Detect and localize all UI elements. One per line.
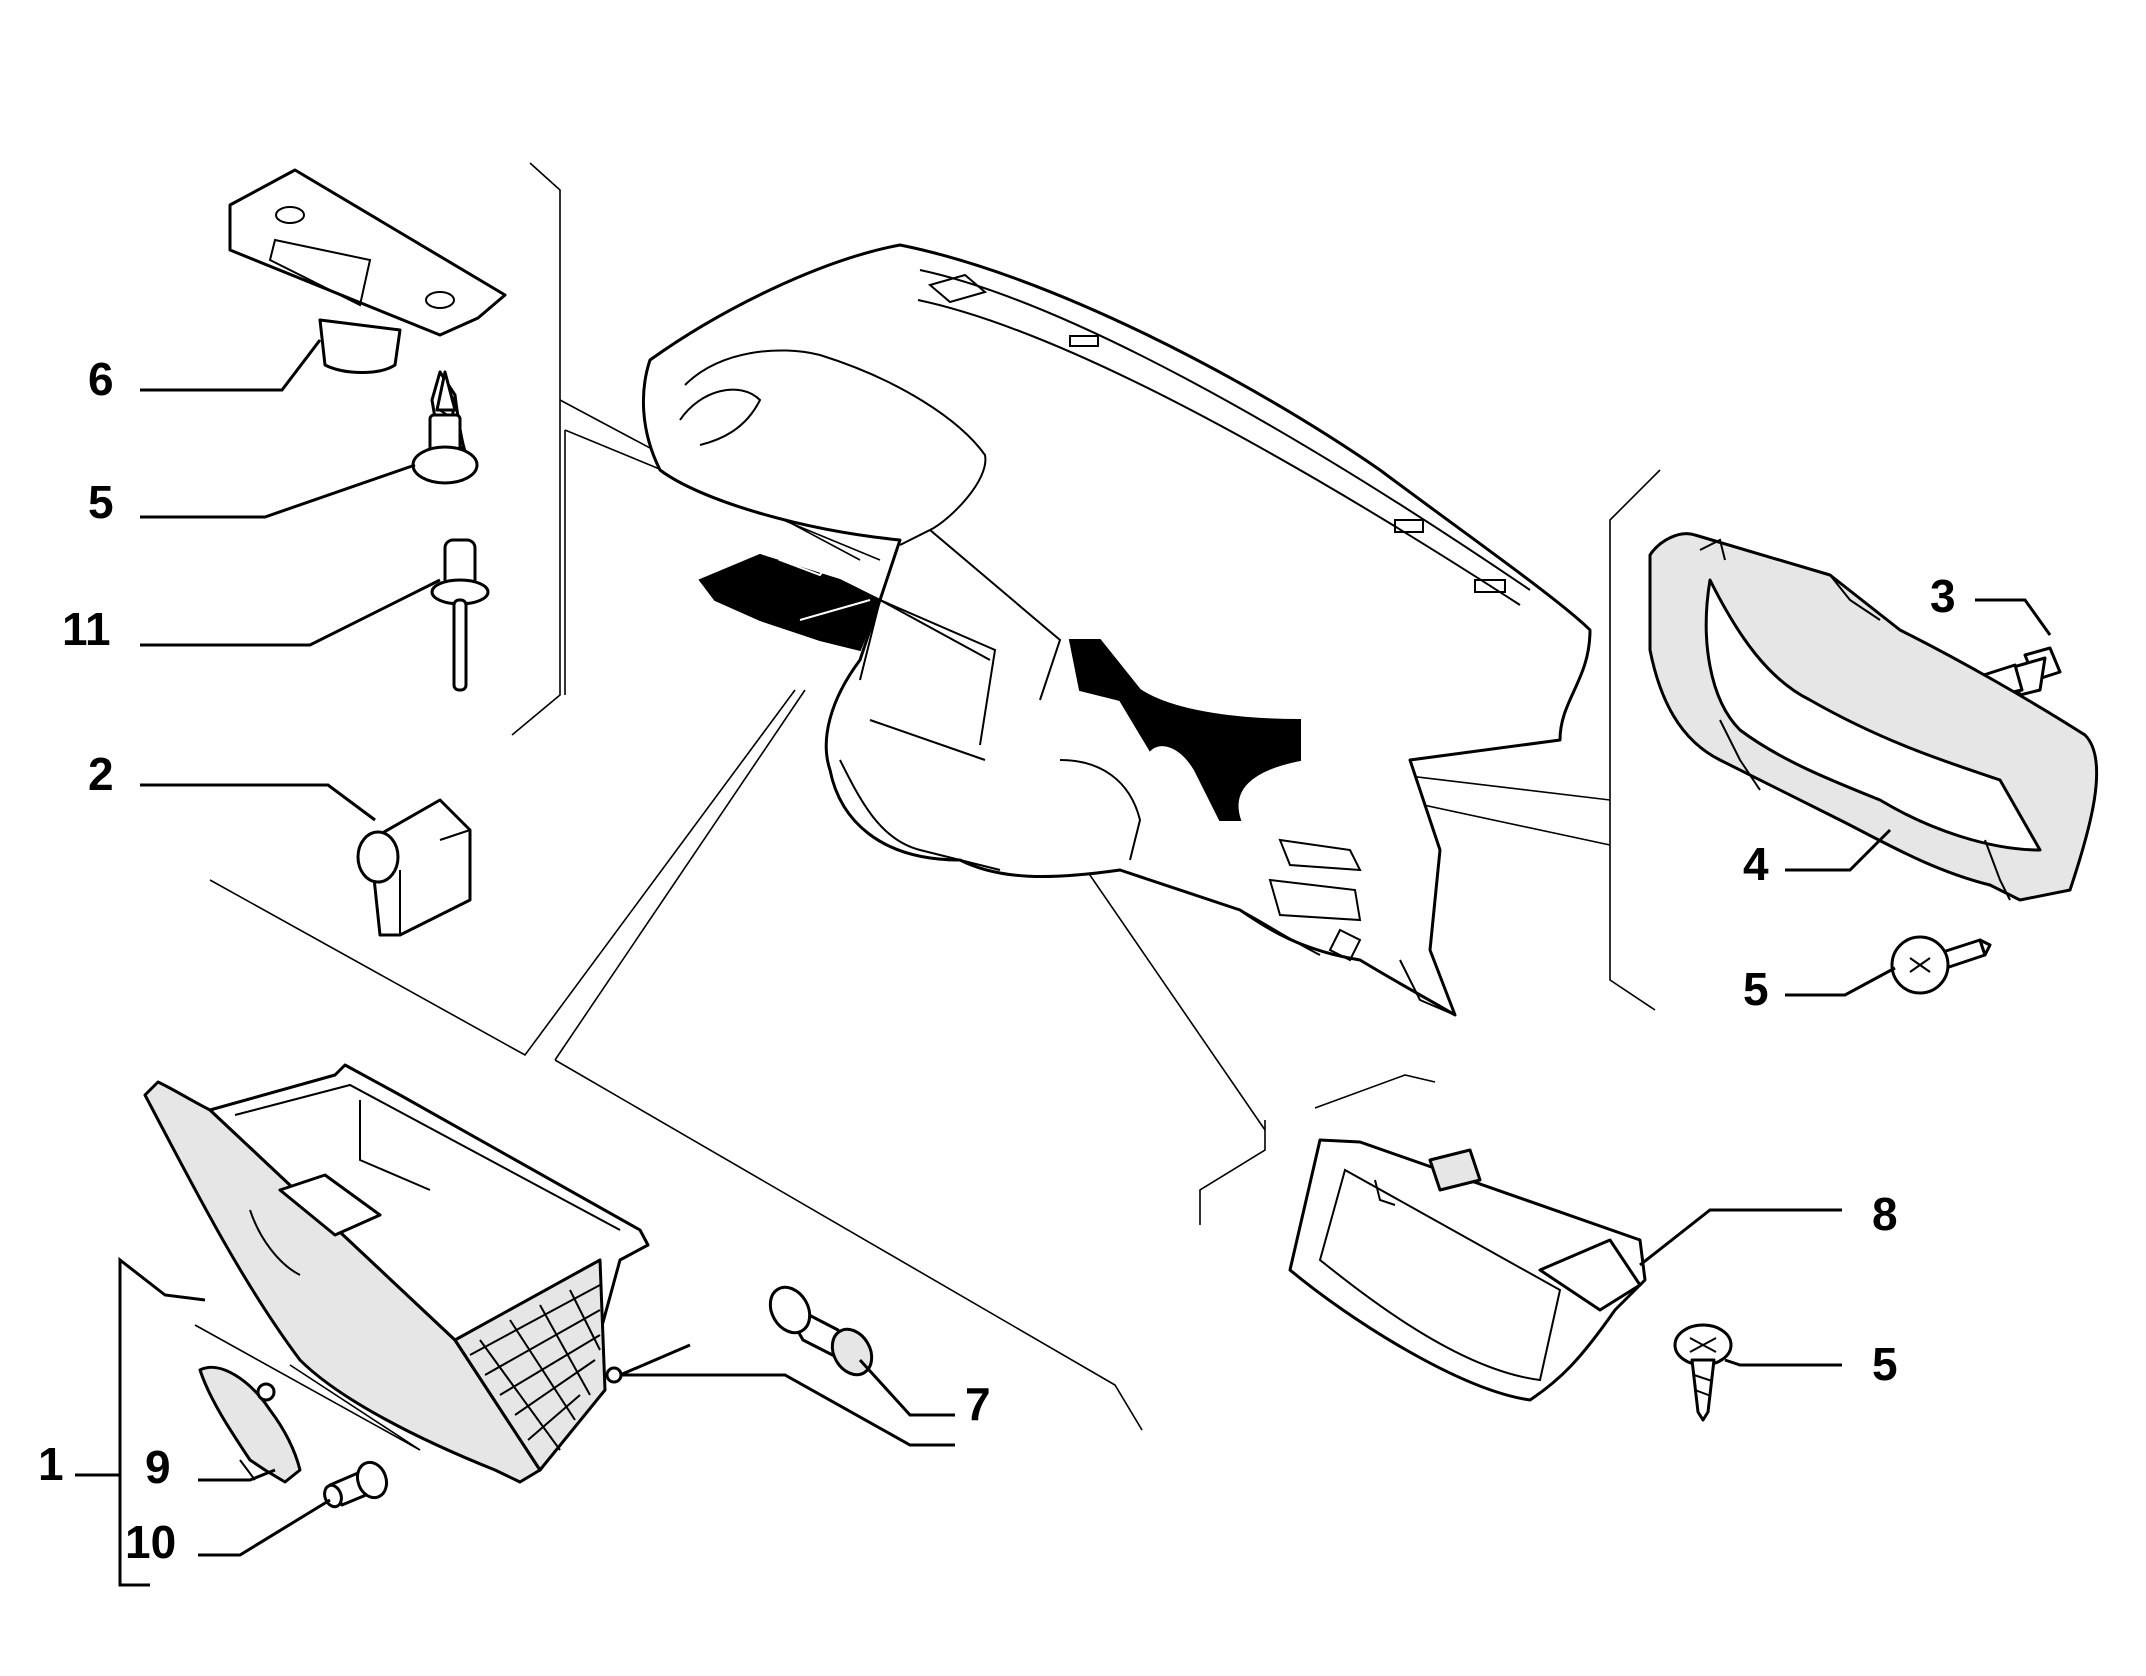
part-7-bumper (768, 1285, 874, 1377)
callout-2: 2 (88, 748, 114, 800)
callout-5-bottom: 5 (1872, 1338, 1898, 1390)
callout-5-right: 5 (1743, 963, 1769, 1015)
callout-4: 4 (1743, 838, 1769, 890)
callout-11: 11 (62, 603, 111, 655)
callout-7: 7 (965, 1378, 991, 1430)
leader-lines (75, 339, 2052, 1587)
part-11-rivet (430, 538, 490, 692)
part-4-instrument-cover (1648, 532, 2099, 902)
callout-10: 10 (125, 1516, 176, 1568)
part-1-glove-box (143, 1063, 650, 1484)
callout-5-top: 5 (88, 476, 114, 528)
callout-labels: 6 5 11 2 3 4 5 8 5 7 1 9 10 (38, 353, 1956, 1568)
callout-6: 6 (88, 353, 114, 405)
part-5-screw-right (1890, 935, 1992, 995)
dashboard-assembly (642, 243, 1592, 1017)
callout-8: 8 (1872, 1188, 1898, 1240)
part-10-bolt (323, 1460, 389, 1509)
callout-1: 1 (38, 1438, 64, 1490)
part-8-compartment (1288, 1138, 1647, 1402)
callout-3: 3 (1930, 570, 1956, 622)
callout-9: 9 (145, 1441, 171, 1493)
part-9-latch (198, 1365, 302, 1484)
part-2-clip (356, 798, 472, 937)
part-5-screw-top (411, 370, 479, 485)
part-5-screw-bottom (1673, 1323, 1733, 1422)
part-6-bracket (228, 168, 507, 374)
